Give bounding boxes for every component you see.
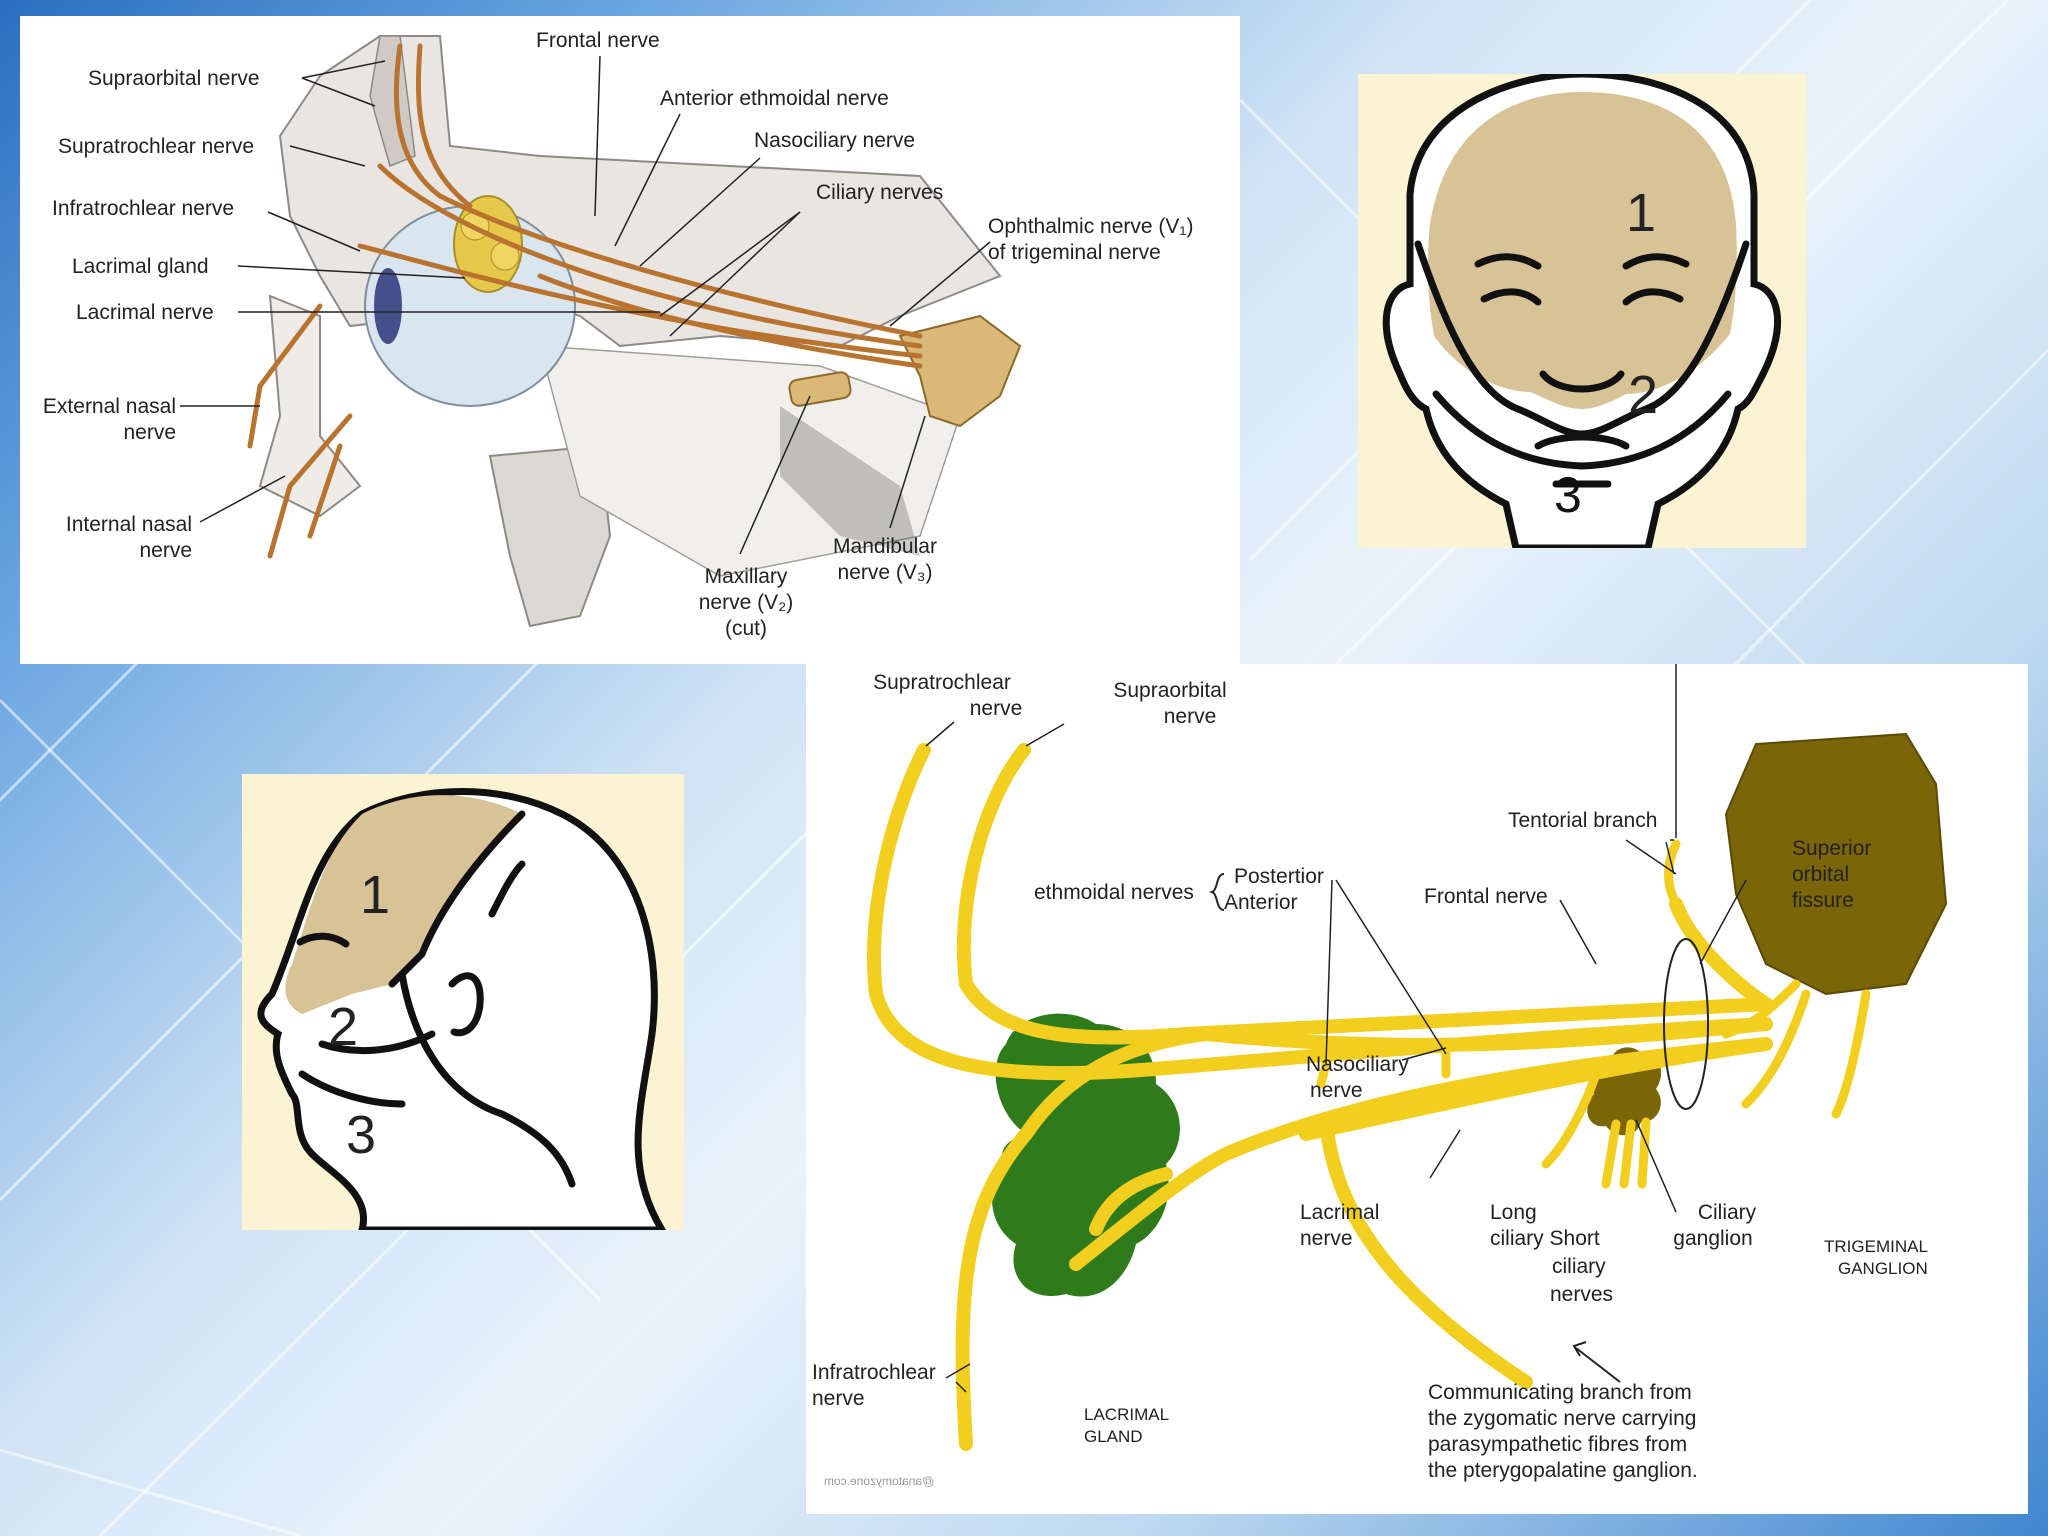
anterior-ethmoidal-nerve-label: Anterior ethmoidal nerve bbox=[660, 87, 889, 110]
schematic-watermark: @anatomyzone.com bbox=[824, 1474, 935, 1488]
schematic-communicating-label-2: the zygomatic nerve carrying bbox=[1428, 1407, 1697, 1430]
schematic-infratrochlear-label-2: nerve bbox=[812, 1387, 865, 1410]
face-front-illustration bbox=[1382, 74, 1781, 548]
lacrimal-nerve-label: Lacrimal nerve bbox=[76, 301, 214, 324]
maxillary-nerve-label-1: Maxillary bbox=[704, 565, 788, 588]
schematic-short-ciliary-label-2: nerves bbox=[1550, 1283, 1614, 1306]
schematic-illustration bbox=[867, 664, 1948, 1451]
schematic-trigeminal-ganglion-label-2: GANGLION bbox=[1838, 1259, 1928, 1278]
schematic-long-ciliary-label-2: ciliary Short bbox=[1490, 1227, 1600, 1250]
schematic-lacrimal-nerve-label-1: Lacrimal bbox=[1300, 1201, 1380, 1224]
face-zone-3-label: 3 bbox=[1554, 467, 1582, 523]
maxillary-nerve-label-3: (cut) bbox=[725, 617, 767, 640]
mandibular-nerve-label-1: Mandibular bbox=[833, 535, 937, 558]
schematic-trigeminal-ganglion-label-1: TRIGEMINAL bbox=[1824, 1237, 1928, 1256]
mandibular-nerve-label-2: nerve (V₃) bbox=[837, 561, 933, 584]
schematic-superior-orbital-label-3: fissure bbox=[1792, 889, 1854, 912]
orbit-illustration bbox=[180, 35, 1022, 628]
profile-zone-1-label: 1 bbox=[360, 865, 391, 925]
orbit-anatomy-panel: Frontal nerve Supraorbital nerve Anterio… bbox=[20, 16, 1240, 664]
face-zone-2-label: 2 bbox=[1628, 365, 1659, 425]
nasociliary-nerve-label: Nasociliary nerve bbox=[754, 129, 916, 152]
face-profile-illustration bbox=[257, 788, 667, 1230]
schematic-nasociliary-label-1: Nasociliary bbox=[1306, 1053, 1409, 1076]
profile-zone-2-label: 2 bbox=[328, 997, 359, 1057]
lacrimal-gland-label: Lacrimal gland bbox=[72, 255, 209, 278]
infratrochlear-nerve-label: Infratrochlear nerve bbox=[52, 197, 235, 220]
schematic-frontal-nerve-label: Frontal nerve bbox=[1424, 885, 1548, 908]
schematic-communicating-label-4: the pterygopalatine ganglion. bbox=[1428, 1459, 1698, 1482]
ciliary-nerves-label: Ciliary nerves bbox=[816, 181, 944, 204]
schematic-supraorbital-label-1: Supraorbital bbox=[1113, 679, 1227, 702]
schematic-posterior-label: Postertior bbox=[1234, 865, 1324, 888]
schematic-long-ciliary-label-1: Long bbox=[1490, 1201, 1537, 1224]
schematic-infratrochlear-label-1: Infratrochlear bbox=[812, 1361, 936, 1384]
schematic-tentorial-branch-label: Tentorial branch bbox=[1508, 809, 1658, 832]
ophthalmic-nerve-label-1: Ophthalmic nerve (V₁) bbox=[988, 215, 1194, 238]
schematic-lacrimal-nerve-label-2: nerve bbox=[1300, 1227, 1353, 1250]
frontal-nerve-label: Frontal nerve bbox=[536, 29, 660, 52]
ophthalmic-nerve-label-2: of trigeminal nerve bbox=[988, 241, 1161, 264]
face-profile-panel: 1 2 3 bbox=[242, 774, 684, 1230]
schematic-supratrochlear-label-2: nerve bbox=[969, 697, 1023, 720]
schematic-lacrimal-gland-label-1: LACRIMAL bbox=[1084, 1405, 1170, 1424]
schematic-communicating-label-3: parasympathetic fibres from bbox=[1428, 1433, 1688, 1456]
ophthalmic-schematic-panel: Supratrochlear nerve Supraorbital nerve … bbox=[806, 664, 2028, 1514]
external-nasal-nerve-label-1: External nasal bbox=[42, 395, 176, 418]
schematic-superior-orbital-label-2: orbital bbox=[1792, 863, 1850, 886]
schematic-supraorbital-label-2: nerve bbox=[1163, 705, 1217, 728]
schematic-communicating-label-1: Communicating branch from bbox=[1428, 1381, 1692, 1404]
internal-nasal-nerve-label-2: nerve bbox=[139, 539, 192, 562]
external-nasal-nerve-label-2: nerve bbox=[123, 421, 176, 444]
schematic-anterior-label: Anterior bbox=[1224, 891, 1298, 914]
schematic-supratrochlear-label-1: Supratrochlear bbox=[873, 671, 1011, 694]
schematic-nasociliary-label-2: nerve bbox=[1310, 1079, 1363, 1102]
schematic-ciliary-ganglion-label-2: ganglion bbox=[1673, 1227, 1753, 1250]
schematic-superior-orbital-label-1: Superior bbox=[1792, 837, 1872, 860]
face-zone-1-label: 1 bbox=[1626, 183, 1657, 243]
face-front-panel: 1 2 3 bbox=[1358, 74, 1806, 548]
supratrochlear-nerve-label: Supratrochlear nerve bbox=[58, 135, 255, 158]
supraorbital-nerve-label: Supraorbital nerve bbox=[88, 67, 260, 90]
internal-nasal-nerve-label-1: Internal nasal bbox=[65, 513, 192, 536]
schematic-ethmoidal-nerves-label: ethmoidal nerves bbox=[1034, 881, 1194, 904]
profile-zone-3-label: 3 bbox=[346, 1105, 377, 1165]
schematic-short-ciliary-label-1: ciliary bbox=[1552, 1255, 1606, 1278]
schematic-lacrimal-gland-label-2: GLAND bbox=[1084, 1427, 1143, 1446]
schematic-ciliary-ganglion-label-1: Ciliary bbox=[1697, 1201, 1757, 1224]
maxillary-nerve-label-2: nerve (V₂) bbox=[698, 591, 794, 614]
